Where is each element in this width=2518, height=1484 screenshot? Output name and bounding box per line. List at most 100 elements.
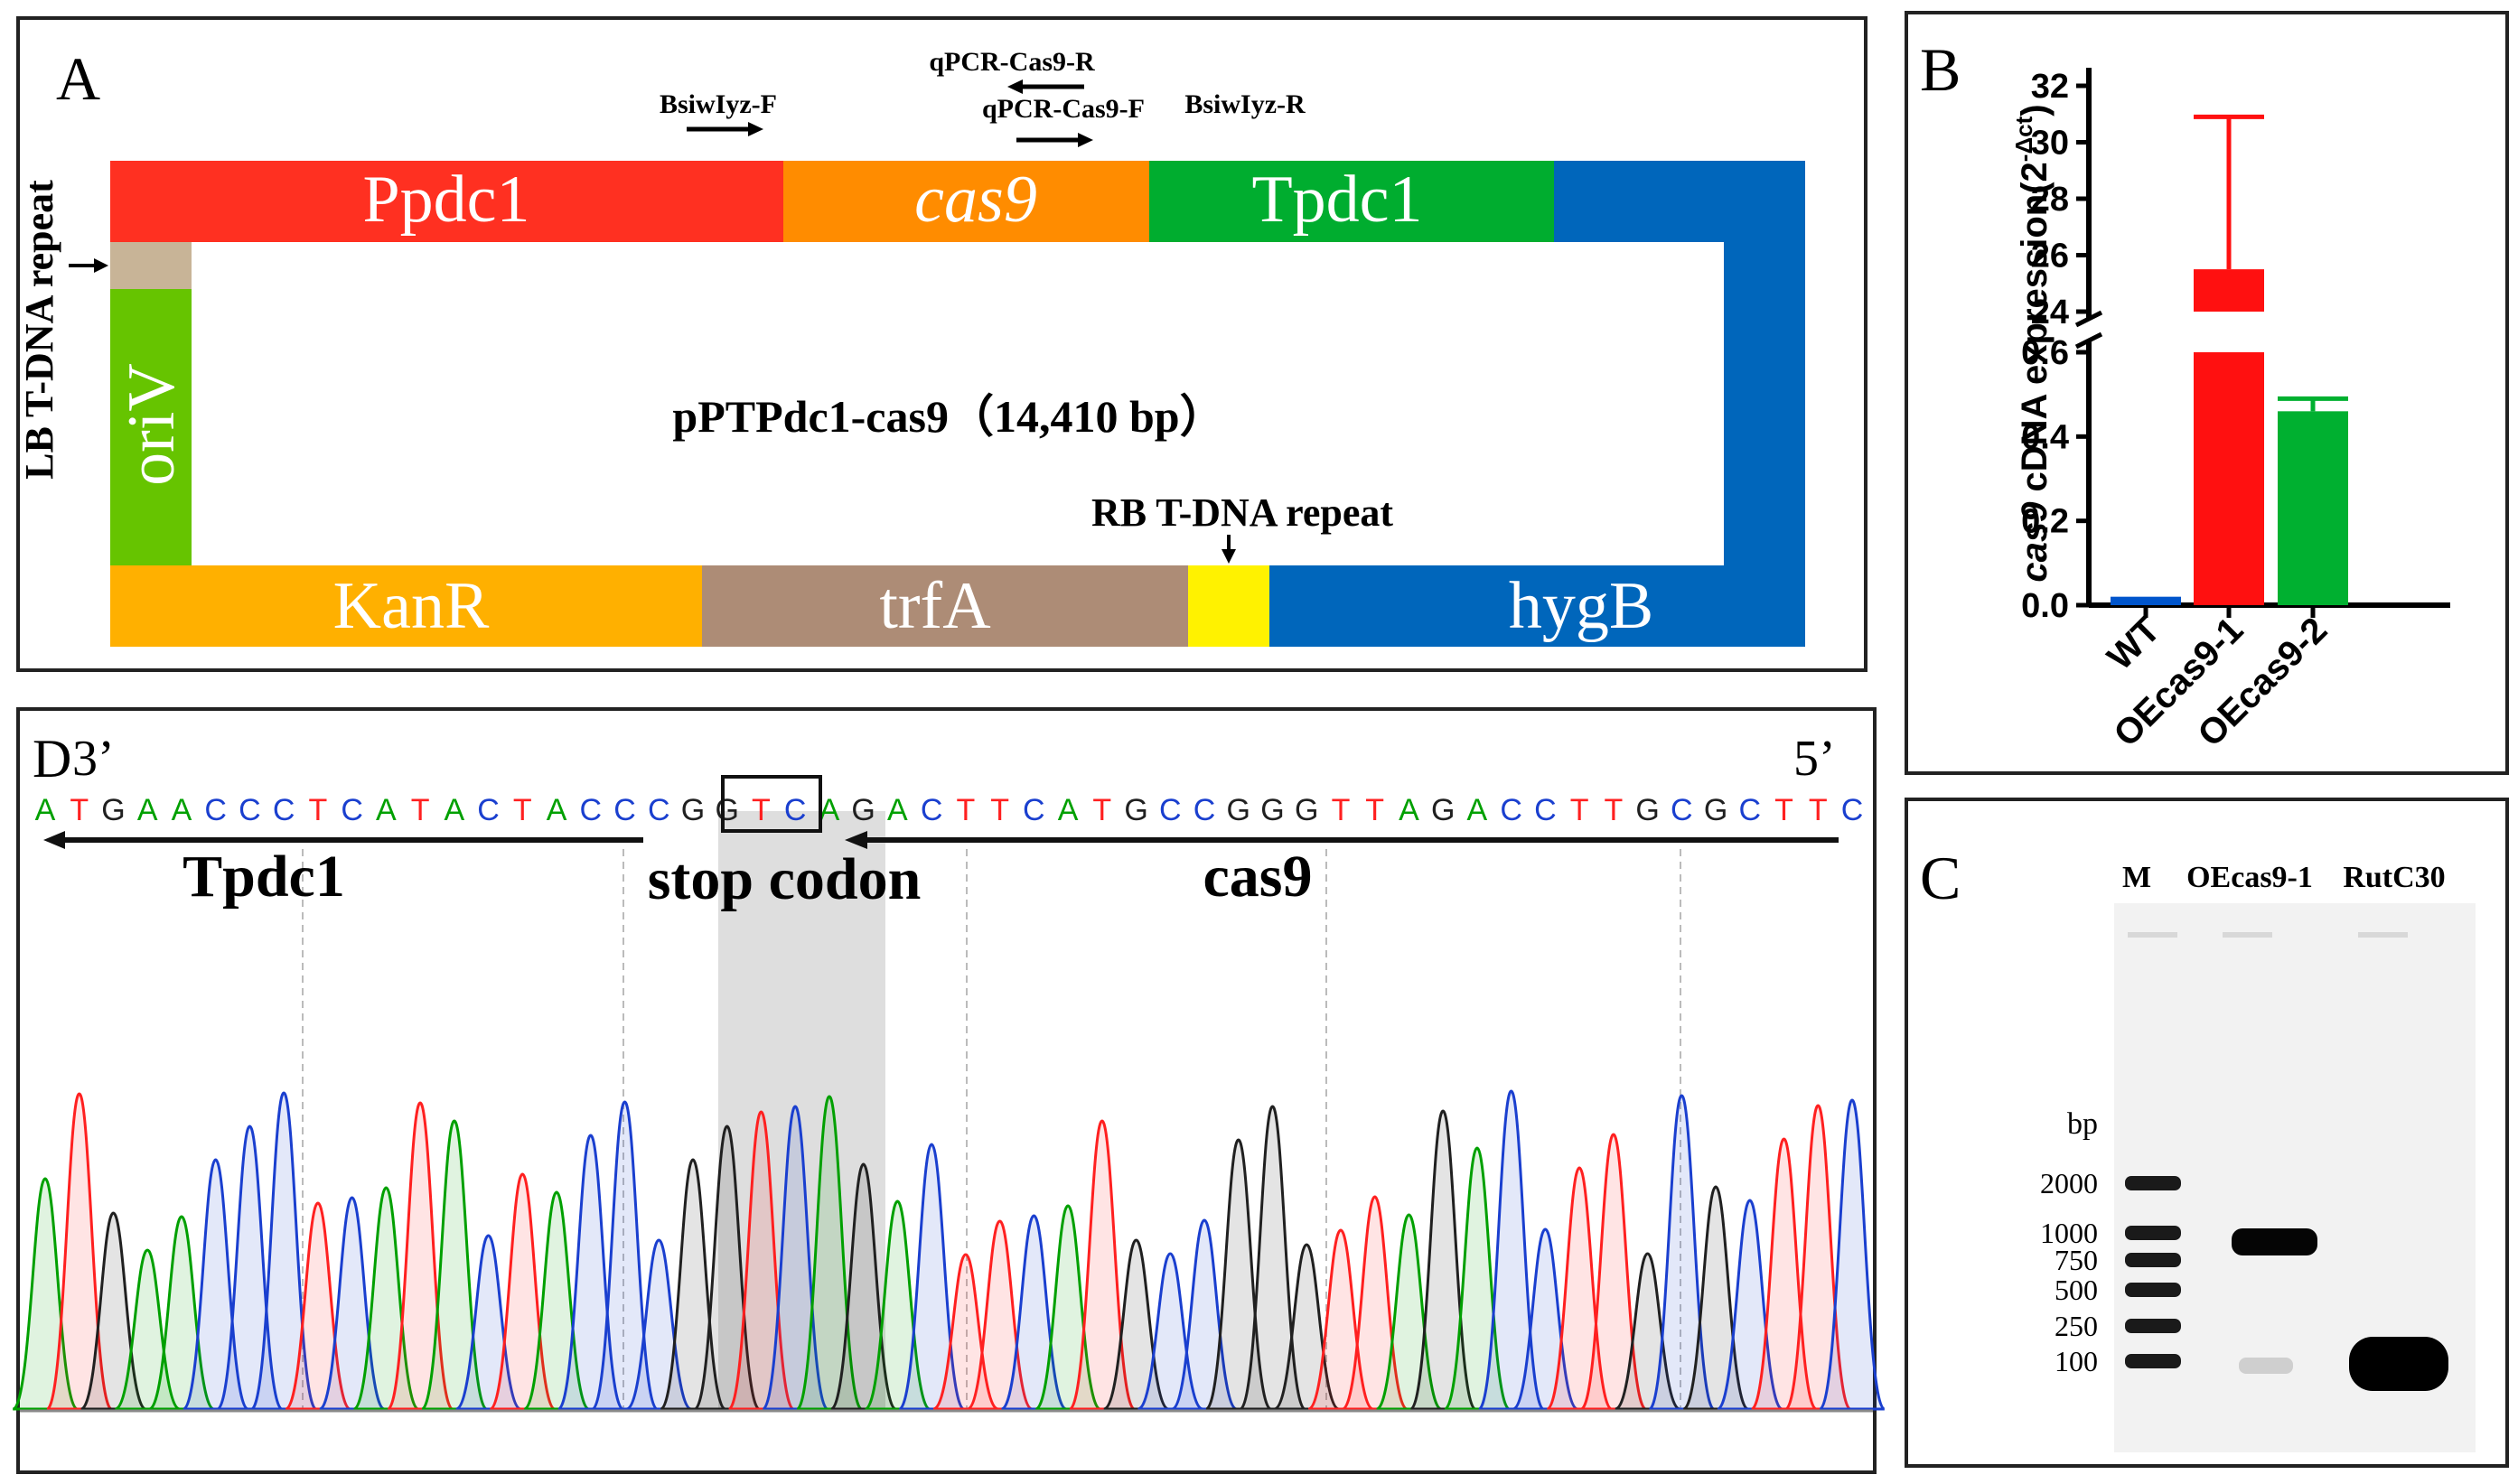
chromatogram-peak [1443, 1146, 1512, 1411]
stop-codon-box [721, 775, 822, 833]
gel-well-2 [2223, 932, 2272, 938]
y-tick-label: 0.4 [2021, 418, 2069, 456]
label-oriv: oriV [115, 363, 189, 486]
primer-bsiw-f: BsiwIyz-F [660, 89, 777, 119]
bar-oecas9-1-upper [2194, 269, 2264, 312]
band-oecas9-1 [2232, 1228, 2317, 1255]
sequence-base: C [1739, 793, 1762, 827]
chromatogram-peak [1579, 1133, 1648, 1411]
panel-a-letter: A [56, 44, 100, 113]
chromatogram-peak [352, 1186, 420, 1411]
sequence-base: T [411, 793, 430, 827]
label-hygb: hygB [1509, 569, 1653, 643]
ladder-label: 1000 [2040, 1217, 2098, 1249]
chromatogram-peak [864, 1199, 931, 1411]
chromatogram-peak [1273, 1243, 1340, 1411]
sequence-base: C [239, 793, 261, 827]
chromatogram-peak [1239, 1105, 1306, 1411]
sequence-base: T [1570, 793, 1589, 827]
chromatogram-peak [1717, 1199, 1783, 1411]
cas9-arrow-head [845, 831, 867, 849]
label-cas9-arrow: cas9 [1203, 844, 1313, 910]
chromatogram-peak [1204, 1138, 1273, 1411]
ladder-band [2125, 1176, 2181, 1190]
primer-qpcr-r: qPCR-Cas9-R [929, 47, 1095, 77]
sequence-base: C [579, 793, 602, 827]
sequence-base: A [376, 793, 397, 827]
primer-qpcr-f: qPCR-Cas9-F [982, 94, 1145, 124]
sequence-base: T [1604, 793, 1623, 827]
axis-break-mark [2074, 331, 2103, 350]
y-tick-label: 30 [2031, 125, 2069, 163]
panel-d-letter: D [33, 729, 71, 789]
chromatogram-peak [1034, 1204, 1101, 1411]
chromatogram-peak [1512, 1227, 1578, 1411]
chromatogram-peak [249, 1091, 318, 1411]
sequence-base: G [101, 793, 125, 827]
lb-arrow-head [94, 258, 108, 273]
sequence-base: T [956, 793, 975, 827]
lb-repeat-label: LB T-DNA repeat [17, 180, 61, 480]
ladder-label: 250 [2055, 1310, 2098, 1342]
gel-well-3 [2358, 932, 2408, 938]
sequence-base: G [1704, 793, 1727, 827]
primer-bsiw-r: BsiwIyz-R [1184, 89, 1306, 119]
sequence-base: A [887, 793, 908, 827]
segment-tpdc1 [1149, 161, 1554, 242]
label-cas9: cas9 [914, 163, 1037, 237]
sequence-base: C [1671, 793, 1693, 827]
lane-label-oecas9-1: OEcas9-1 [2186, 861, 2313, 894]
sequence-base: T [1774, 793, 1793, 827]
chromatogram-peak [591, 1100, 659, 1411]
sequence-base: A [547, 793, 567, 827]
label-tpdc1-arrow: Tpdc1 [183, 844, 345, 910]
y-tick-label: 24 [2031, 294, 2069, 331]
sequence-base: G [1635, 793, 1659, 827]
label-stop-codon: stop codon [648, 846, 922, 912]
sequence-base: G [681, 793, 705, 827]
panel-b-frame [1905, 11, 2509, 775]
y-tick-label: 28 [2031, 181, 2069, 219]
lane-label-rutc30: RutC30 [2343, 861, 2445, 894]
chromatogram-peak [659, 1158, 727, 1411]
lane-label-m: M [2122, 861, 2151, 894]
sequence-base: C [1841, 793, 1864, 827]
chromatogram-peak [897, 1143, 966, 1411]
chromatogram-peak [182, 1158, 249, 1411]
sequence-base: C [1500, 793, 1522, 827]
sequence-base: A [819, 793, 840, 827]
seq-end-right: 5’ [1793, 731, 1836, 787]
segment-ppdc1 [110, 161, 783, 242]
rb-repeat-label: RB T-DNA repeat [1091, 490, 1393, 535]
segment-oriv [110, 289, 192, 565]
segment-kanr [110, 565, 702, 647]
sequence-base: C [1534, 793, 1557, 827]
y-tick-label: 0.6 [2021, 334, 2069, 372]
axis-break-mark [2074, 310, 2103, 328]
stop-codon-highlight [718, 811, 885, 1412]
chromatogram-peak [216, 1125, 284, 1411]
chromatogram-peak [1137, 1252, 1203, 1411]
sequence-base: C [921, 793, 943, 827]
chromatogram-traces [11, 1089, 1886, 1411]
chromatogram-peak [148, 1215, 215, 1411]
chromatogram-peak [1375, 1213, 1443, 1411]
chromatogram-peak [420, 1119, 489, 1411]
sequence-base: A [137, 793, 158, 827]
sequence-base: G [1124, 793, 1147, 827]
sequence-base: C [1193, 793, 1216, 827]
chromatogram-peak [114, 1248, 181, 1411]
sequence-base: G [1431, 793, 1455, 827]
ladder-label: 100 [2055, 1345, 2098, 1377]
y-tick-label: 32 [2031, 68, 2069, 106]
chromatogram-peak [1307, 1228, 1374, 1411]
sequence-base: C [1023, 793, 1045, 827]
ladder-label: 2000 [2040, 1167, 2098, 1199]
ladder-label: 750 [2055, 1244, 2098, 1276]
sequence-base: G [715, 793, 738, 827]
chromatogram-gridlines [302, 849, 1681, 1409]
sequence-base: A [1467, 793, 1488, 827]
sequence-base: T [1809, 793, 1828, 827]
